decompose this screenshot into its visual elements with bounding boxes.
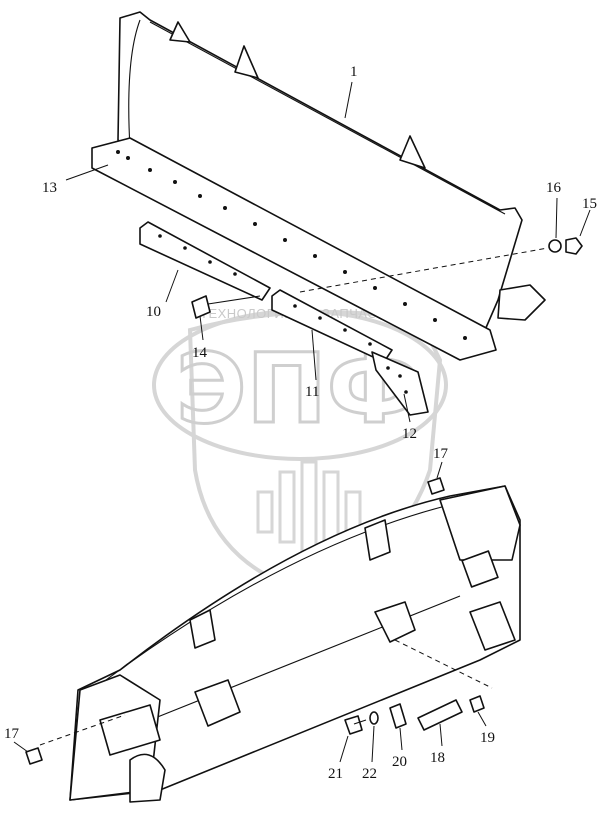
edge-segment-10	[139, 221, 271, 301]
leader-19	[477, 711, 487, 727]
bolt-19	[469, 695, 485, 713]
assembly-line-pin	[394, 639, 493, 689]
watermark-caption-left: ТЕХНОЛОГИИ	[200, 306, 294, 321]
bolt-shank	[207, 295, 261, 305]
leader-18	[439, 723, 443, 747]
frame-front-cap	[99, 704, 161, 756]
leader-11	[311, 329, 317, 381]
callout-labels: 1 10 11 12 13 14 15 16 17 17 18 19 20 21…	[4, 64, 597, 782]
callout-17-upper: 17	[433, 446, 449, 462]
bolt-17-lower	[25, 747, 43, 765]
edge-segment-left	[139, 221, 271, 301]
leader-17-lower	[13, 741, 29, 753]
blade-right-bracket	[497, 284, 546, 321]
washer-22	[369, 711, 379, 725]
bolt-21-shank	[353, 719, 367, 725]
edge-segment-middle	[271, 289, 393, 363]
leader-1	[344, 81, 353, 119]
callout-20: 20	[392, 754, 407, 770]
link-20	[389, 703, 407, 729]
frame-main-beam	[69, 485, 521, 801]
washer-16	[548, 239, 562, 253]
callout-14: 14	[192, 345, 208, 361]
leader-13	[65, 164, 109, 181]
frame-mount-bracket-right	[374, 601, 416, 643]
leader-12	[403, 393, 411, 423]
leader-lines	[13, 81, 591, 763]
frame-rear-block	[439, 485, 521, 561]
blade-edge-holes	[116, 150, 467, 340]
leader-21	[339, 735, 349, 763]
callout-12: 12	[402, 426, 417, 442]
leader-16	[555, 197, 558, 239]
callout-15: 15	[582, 196, 597, 212]
callout-1: 1	[350, 64, 358, 80]
bolt-21	[344, 715, 363, 735]
leader-10	[165, 269, 179, 303]
bolt-head	[191, 295, 211, 319]
callout-10: 10	[146, 304, 161, 320]
end-bit	[371, 351, 429, 416]
frame-trunnion	[129, 753, 166, 803]
frame-rear-window	[461, 550, 499, 588]
blade-rib-3	[399, 135, 426, 169]
assembly-line-blade	[299, 247, 549, 293]
callout-16: 16	[546, 180, 562, 196]
edge-segment-11	[271, 289, 393, 363]
blade-cutting-edge	[91, 137, 497, 361]
callout-21: 21	[328, 766, 343, 782]
frame-rear-lug	[469, 601, 516, 651]
leader-15	[579, 209, 591, 237]
blade-assembly	[91, 11, 546, 361]
blade-rib-2	[234, 45, 259, 79]
callout-13: 13	[42, 180, 57, 196]
frame-gusset-1	[189, 609, 216, 649]
pin-hardware	[344, 695, 485, 735]
leader-17-upper	[436, 461, 443, 479]
callout-19: 19	[480, 730, 495, 746]
nut-15	[565, 237, 583, 255]
callout-11: 11	[305, 384, 319, 400]
assembly-line-front	[39, 714, 126, 746]
callout-22: 22	[362, 766, 377, 782]
blade-top-edge	[149, 21, 506, 215]
callout-17-lower: 17	[4, 726, 20, 742]
blade-rib-1	[169, 21, 191, 43]
bolt-14	[191, 295, 261, 319]
frame-mount-bracket-left	[194, 679, 241, 727]
callout-18: 18	[430, 750, 445, 766]
push-frame	[39, 485, 521, 803]
leader-22	[371, 725, 375, 763]
frame-top-edge	[89, 499, 471, 693]
leader-20	[399, 727, 403, 751]
leader-14	[199, 315, 204, 341]
nut-washer	[299, 237, 583, 293]
end-bit-12	[371, 351, 429, 416]
blade-left-edge	[128, 19, 141, 149]
frame-gusset-2	[364, 519, 391, 561]
pin-18	[417, 699, 463, 731]
bolt-17-upper	[427, 477, 445, 495]
